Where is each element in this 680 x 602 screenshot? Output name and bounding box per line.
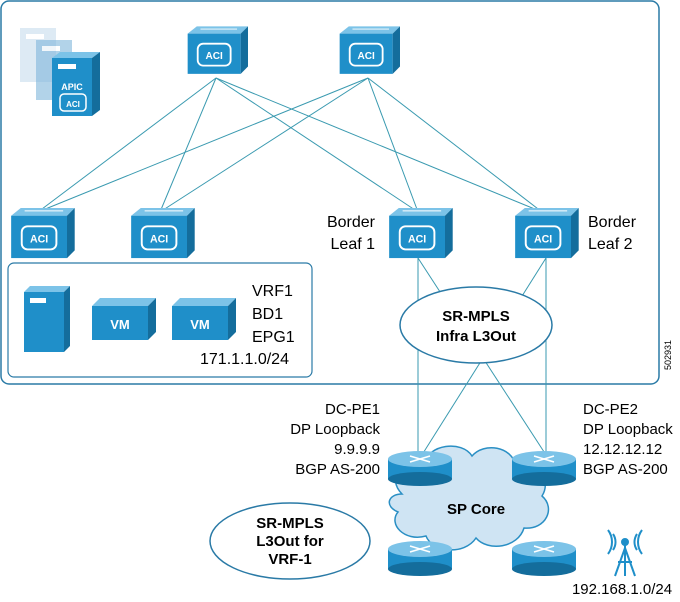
apic-label: APIC bbox=[61, 82, 83, 92]
apic-aci-label: ACI bbox=[66, 100, 80, 109]
aci-fabric-frame bbox=[0, 0, 660, 385]
server-icon bbox=[24, 286, 70, 352]
dc-pe1-loopback-label: DP Loopback bbox=[290, 421, 380, 438]
border-leaf-1-switch bbox=[388, 208, 454, 260]
leaf-switch-2 bbox=[130, 208, 196, 260]
infra-l3out-bubble bbox=[399, 286, 553, 364]
tenant-vrf-label: VRF1 bbox=[252, 283, 293, 300]
leaf-switch-1 bbox=[10, 208, 76, 260]
dc-pe2-loopback-ip: 12.12.12.12 bbox=[583, 441, 662, 458]
dc-pe1-loopback-ip: 9.9.9.9 bbox=[334, 441, 380, 458]
border-leaf-1-label-line2: Leaf 1 bbox=[331, 236, 376, 253]
apic-cluster: APIC ACI bbox=[20, 28, 100, 116]
figure-id: 502931 bbox=[663, 340, 673, 370]
dc-pe1-bgp-as: BGP AS-200 bbox=[295, 461, 380, 478]
tenant-bd-label: BD1 bbox=[252, 306, 283, 323]
tenant-frame bbox=[7, 262, 313, 378]
dc-pe2-router bbox=[512, 450, 576, 486]
dc-pe2-name: DC-PE2 bbox=[583, 401, 638, 418]
vm-label-1: VM bbox=[110, 317, 130, 332]
dc-pe1-name: DC-PE1 bbox=[325, 401, 380, 418]
remote-subnet-label: 192.168.1.0/24 bbox=[572, 581, 672, 598]
border-leaf-2-switch bbox=[514, 208, 580, 260]
infra-l3out-line1: SR-MPLS bbox=[442, 308, 510, 325]
sp-core-label: SP Core bbox=[447, 501, 505, 518]
tenant-epg-label: EPG1 bbox=[252, 329, 295, 346]
antenna-icon bbox=[607, 529, 643, 577]
dc-pe2-bgp-as: BGP AS-200 bbox=[583, 461, 668, 478]
border-leaf-2-label-line2: Leaf 2 bbox=[588, 236, 633, 253]
border-leaf-1-label-line1: Border bbox=[327, 214, 376, 231]
vrf-l3out-line3: VRF-1 bbox=[268, 551, 311, 568]
tenant-subnet-label: 171.1.1.0/24 bbox=[200, 351, 289, 368]
spine-switch-2 bbox=[338, 26, 400, 75]
border-leaf-2-label-line1: Border bbox=[588, 214, 637, 231]
vm-label-2: VM bbox=[190, 317, 210, 332]
vrf-l3out-line2: L3Out for bbox=[256, 533, 324, 550]
vm-icon-1: VM bbox=[92, 298, 156, 340]
sp-router-3 bbox=[388, 540, 452, 576]
spine-switch-1 bbox=[186, 26, 248, 75]
vrf-l3out-line1: SR-MPLS bbox=[256, 515, 324, 532]
dc-pe2-loopback-label: DP Loopback bbox=[583, 421, 673, 438]
vm-icon-2: VM bbox=[172, 298, 236, 340]
dc-pe1-router bbox=[388, 450, 452, 486]
vrf-l3out-bubble bbox=[209, 502, 371, 580]
sp-router-4 bbox=[512, 540, 576, 576]
infra-l3out-line2: Infra L3Out bbox=[436, 328, 516, 345]
apic-server-front: APIC ACI bbox=[52, 52, 100, 116]
fabric-links bbox=[37, 77, 543, 213]
